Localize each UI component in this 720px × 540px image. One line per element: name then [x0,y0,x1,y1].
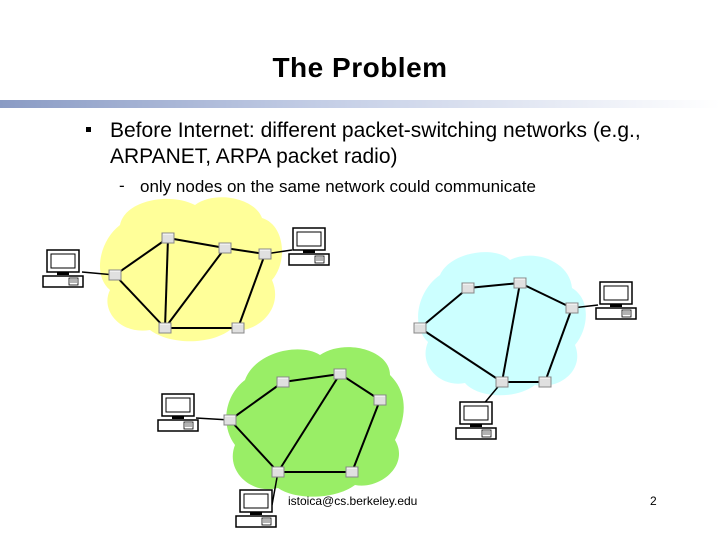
router-icon [231,322,245,334]
router-icon [218,242,232,254]
subbullet-text: only nodes on the same network could com… [140,177,536,196]
router-icon [565,302,579,314]
slide-title: The Problem [272,52,448,83]
computer-icon [157,393,199,432]
computer-icon [595,281,637,320]
bullet-square-icon [86,127,91,132]
network-cloud-blue [418,252,586,396]
bullet-text: Before Internet: different packet-switch… [110,119,641,168]
router-icon [161,232,175,244]
computer-icon [288,227,330,266]
router-icon [513,277,527,289]
router-icon [158,322,172,334]
page-number: 2 [650,494,657,508]
router-icon [413,322,427,334]
router-icon [461,282,475,294]
computer-icon [235,489,277,528]
router-icon [276,376,290,388]
router-icon [333,368,347,380]
network-cloud-yellow [99,197,283,342]
computer-icon [455,401,497,440]
title-rule [0,100,720,108]
router-icon [345,466,359,478]
router-icon [495,376,509,388]
router-icon [538,376,552,388]
subbullet-dash: - [119,176,125,195]
router-icon [108,269,122,281]
footer-email: istoica@cs.berkeley.edu [288,494,418,508]
router-icon [223,414,237,426]
computer-icon [42,249,84,288]
router-icon [258,248,272,260]
network-cloud-green [226,347,404,497]
router-icon [271,466,285,478]
router-icon [373,394,387,406]
